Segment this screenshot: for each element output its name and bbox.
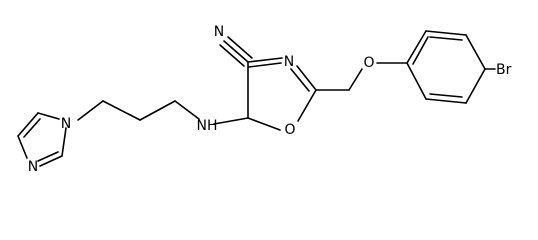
phenyl-bond <box>406 62 427 100</box>
nitrile-bond <box>227 36 253 59</box>
imidazole-bond <box>37 151 59 162</box>
propyl-bond <box>174 100 200 120</box>
propyl-bond <box>102 100 141 121</box>
oxazole-bond <box>248 62 282 68</box>
oxazole-bond <box>247 117 281 131</box>
structure-diagram: N N O O NH Br N N <box>17 24 512 175</box>
oxazole-bond <box>296 65 317 91</box>
propyl-bond <box>139 100 176 121</box>
imidazole-bond <box>17 135 28 159</box>
phenyl-bond <box>429 36 463 41</box>
nitrile-n-label: N <box>214 24 224 40</box>
ether-o-label: O <box>363 55 374 71</box>
phenyl-bond <box>465 68 486 104</box>
phenyl-bond <box>406 30 427 64</box>
imidazole-bond <box>61 127 67 157</box>
c-nh-bond <box>213 117 249 125</box>
phenyl-bond <box>412 36 429 65</box>
phenyl-bond <box>429 93 463 98</box>
propyl-bond <box>77 100 104 121</box>
nitrile-bond <box>223 40 249 63</box>
imidazole-n1-label: N <box>61 116 71 132</box>
nitrile-bond <box>219 44 245 67</box>
oxazole-o-label: O <box>284 122 295 138</box>
imidazole-bond <box>23 118 41 138</box>
imidazole-bond <box>37 112 60 120</box>
phenyl-bond <box>425 98 467 104</box>
oxazole-n-label: N <box>284 54 294 70</box>
amine-nh-label: NH <box>197 118 218 134</box>
imidazole-bond <box>39 155 63 167</box>
imidazole-n3-label: N <box>28 159 38 175</box>
phenyl-bond <box>465 34 486 70</box>
oxazole-bond <box>290 68 310 92</box>
oxazole-bond <box>247 57 283 63</box>
phenyl-bond <box>425 30 467 36</box>
molecule-drawing: N N O O NH Br N N <box>17 24 512 175</box>
oxazole-bond <box>297 89 317 122</box>
bromine-label: Br <box>496 62 512 78</box>
ether-bond <box>348 68 363 91</box>
imidazole-bond <box>17 112 39 137</box>
